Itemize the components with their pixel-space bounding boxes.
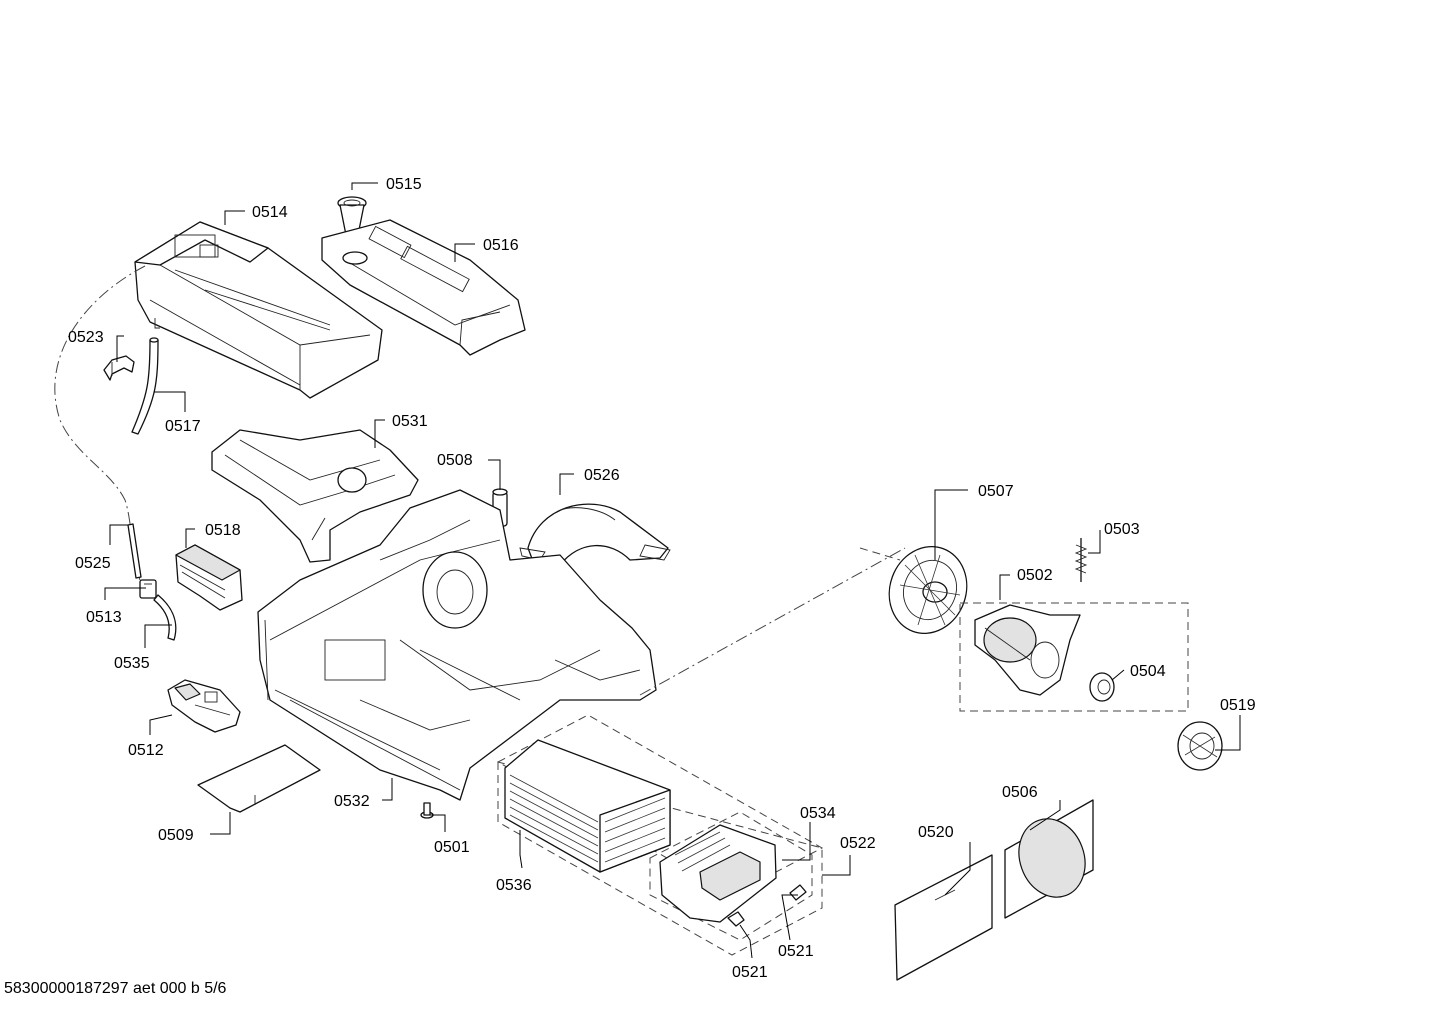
label-0506[interactable]: 0506 bbox=[1002, 784, 1038, 801]
part-0509-flap[interactable] bbox=[197, 744, 321, 813]
label-0525[interactable]: 0525 bbox=[75, 555, 111, 572]
filter-group-outline bbox=[497, 761, 823, 956]
label-0521-a[interactable]: 0521 bbox=[732, 964, 768, 981]
label-0504[interactable]: 0504 bbox=[1130, 663, 1166, 680]
label-0513[interactable]: 0513 bbox=[86, 609, 122, 626]
label-0520[interactable]: 0520 bbox=[918, 824, 954, 841]
label-0522[interactable]: 0522 bbox=[840, 835, 876, 852]
part-0503-spring[interactable] bbox=[1074, 538, 1088, 582]
label-0507[interactable]: 0507 bbox=[978, 483, 1014, 500]
part-0516-cover[interactable] bbox=[321, 219, 526, 356]
label-0502[interactable]: 0502 bbox=[1017, 567, 1053, 584]
part-0506-grille[interactable] bbox=[1004, 799, 1096, 919]
part-0502-motor[interactable] bbox=[974, 604, 1081, 696]
part-0531-duct[interactable] bbox=[211, 429, 419, 563]
part-0525-tube[interactable] bbox=[127, 523, 142, 579]
fan-axis-line bbox=[859, 547, 901, 561]
part-0512-pump[interactable] bbox=[167, 679, 241, 733]
part-0519-blower-wheel[interactable] bbox=[1177, 721, 1223, 771]
label-0534[interactable]: 0534 bbox=[800, 805, 836, 822]
label-0503[interactable]: 0503 bbox=[1104, 521, 1140, 538]
motor-axis-line bbox=[639, 547, 906, 696]
label-0526[interactable]: 0526 bbox=[584, 467, 620, 484]
label-0535[interactable]: 0535 bbox=[114, 655, 150, 672]
label-0514[interactable]: 0514 bbox=[252, 204, 288, 221]
label-0508[interactable]: 0508 bbox=[437, 452, 473, 469]
part-0517-hose[interactable] bbox=[131, 337, 159, 435]
label-0515[interactable]: 0515 bbox=[386, 176, 422, 193]
part-0523-clip[interactable] bbox=[103, 355, 135, 381]
filter-subgroup-outline bbox=[649, 811, 813, 941]
part-0535-hose[interactable] bbox=[153, 594, 177, 641]
label-0512[interactable]: 0512 bbox=[128, 742, 164, 759]
part-0521-clip-b[interactable] bbox=[789, 884, 807, 901]
label-0521-b[interactable]: 0521 bbox=[778, 943, 814, 960]
part-0518-filter[interactable] bbox=[175, 544, 243, 611]
label-0523[interactable]: 0523 bbox=[68, 329, 104, 346]
label-0509[interactable]: 0509 bbox=[158, 827, 194, 844]
drawing-footer-code: 58300000187297 aet 000 b 5/6 bbox=[4, 980, 227, 997]
part-0513-connector[interactable] bbox=[139, 579, 157, 599]
part-0532-base[interactable] bbox=[257, 489, 657, 801]
part-0507-fan-wheel[interactable] bbox=[877, 536, 979, 645]
part-0536-heat-exchanger[interactable] bbox=[504, 739, 671, 873]
label-0501[interactable]: 0501 bbox=[434, 839, 470, 856]
label-0517[interactable]: 0517 bbox=[165, 418, 201, 435]
part-0514-container[interactable] bbox=[134, 221, 383, 399]
leader-lines bbox=[104, 182, 1241, 959]
part-0504-bushing[interactable] bbox=[1089, 672, 1115, 702]
label-0536[interactable]: 0536 bbox=[496, 877, 532, 894]
connection-line-hose bbox=[54, 265, 146, 581]
part-0501-foot[interactable] bbox=[420, 802, 434, 819]
label-0516[interactable]: 0516 bbox=[483, 237, 519, 254]
part-0520-cover-panel[interactable] bbox=[894, 854, 993, 981]
label-0519[interactable]: 0519 bbox=[1220, 697, 1256, 714]
label-0531[interactable]: 0531 bbox=[392, 413, 428, 430]
label-0532[interactable]: 0532 bbox=[334, 793, 370, 810]
part-0534-filter-cartridge[interactable] bbox=[659, 824, 777, 923]
part-0521-clip-a[interactable] bbox=[727, 911, 745, 927]
motor-group-outline bbox=[959, 602, 1189, 712]
label-0518[interactable]: 0518 bbox=[205, 522, 241, 539]
